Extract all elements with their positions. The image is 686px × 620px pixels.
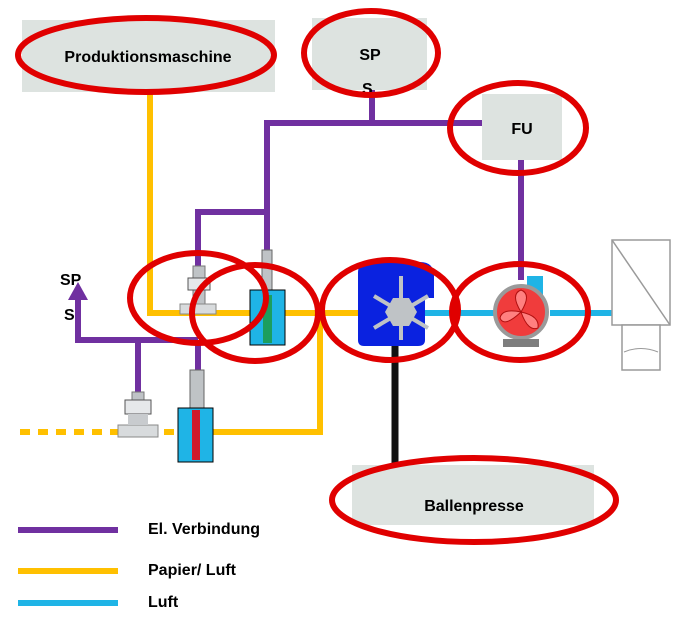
- fu-label: FU: [511, 121, 532, 138]
- fu-box: FU: [482, 94, 562, 160]
- production-machine-label: Produktionsmaschine: [64, 49, 231, 66]
- shredder-icon: [358, 262, 434, 346]
- legend-item-paper-air: Papier/ Luft: [18, 560, 236, 582]
- fan-icon: [493, 276, 549, 347]
- legend-label-air: Luft: [148, 594, 179, 611]
- legend-label-electrical: El. Verbindung: [148, 521, 261, 538]
- highlight-ring-sps-top: [301, 8, 441, 98]
- legend-label-paper-air: Papier/ Luft: [148, 562, 237, 579]
- highlight-ring-damper: [189, 262, 321, 364]
- highlight-ring-sensor: [127, 250, 269, 346]
- sps-top-label-line2: S: [362, 81, 373, 98]
- highlight-ring-production-machine: [15, 15, 277, 95]
- highlight-ring-shredder: [319, 257, 461, 363]
- cyclone-separator-icon: [611, 239, 671, 371]
- legend-swatch-air: [18, 600, 118, 606]
- sps-left-label: SP S: [60, 272, 82, 324]
- legend-swatch-electrical: [18, 527, 118, 533]
- el-arrow-up-icon: [68, 282, 88, 300]
- sps-left-label-line2: S: [64, 307, 75, 324]
- damper-valve-lower-icon: [177, 369, 214, 463]
- highlight-rings: [15, 8, 619, 545]
- highlight-ring-baler: [329, 455, 619, 545]
- pressure-sensor-lower-icon: [117, 391, 159, 438]
- baler-box: Ballenpresse: [352, 465, 594, 525]
- sps-top-label-line1: SP: [359, 47, 381, 64]
- legend-item-electrical: El. Verbindung: [18, 519, 260, 541]
- baler-label: Ballenpresse: [424, 498, 524, 515]
- highlight-ring-fu: [447, 80, 589, 176]
- legend-item-air: Luft: [18, 592, 178, 614]
- sps-top-box: SP S: [312, 18, 427, 98]
- highlight-ring-fan: [449, 261, 591, 363]
- sps-left-label-line1: SP: [60, 272, 82, 289]
- legend-swatch-paper-air: [18, 568, 118, 574]
